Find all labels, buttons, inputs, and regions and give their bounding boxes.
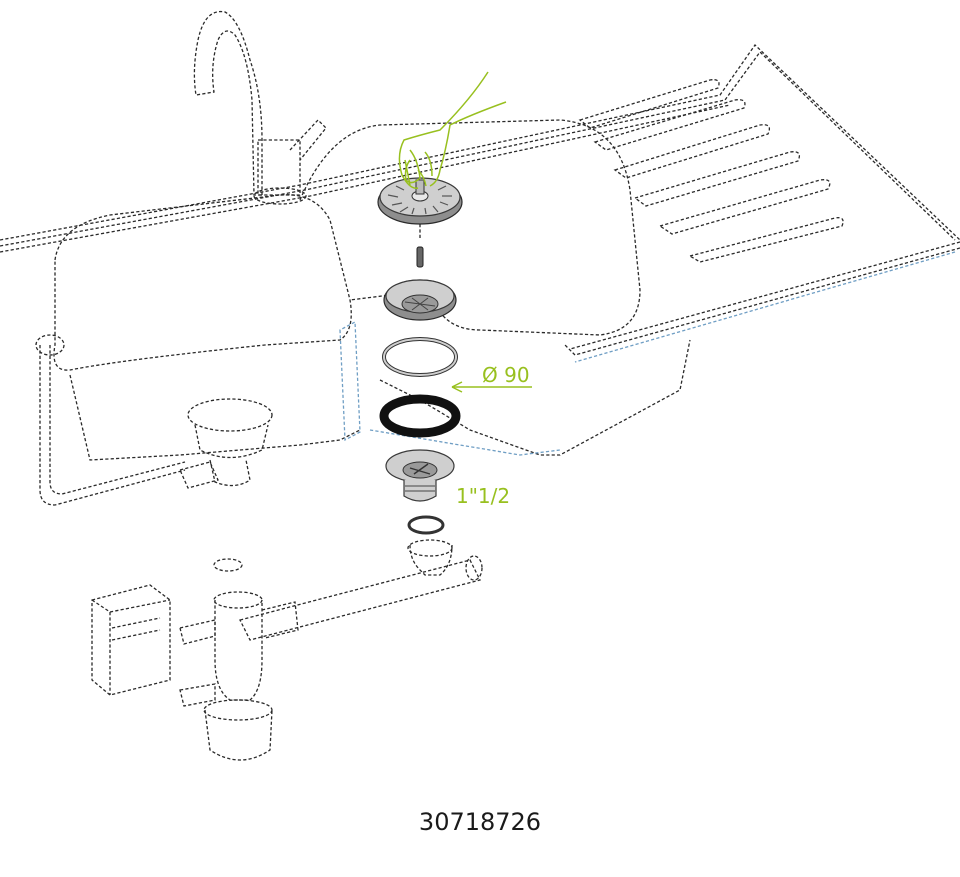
faucet-icon xyxy=(193,10,327,205)
gasket-ring xyxy=(382,337,458,377)
hand-guide-line xyxy=(404,159,411,186)
thread-callout: 1"1/2 xyxy=(456,484,510,508)
threaded-body xyxy=(385,449,455,502)
rubber-seal xyxy=(379,394,461,438)
product-code: 30718726 xyxy=(418,808,542,836)
left-drain-assembly xyxy=(35,334,273,506)
small-ring xyxy=(407,515,445,535)
washing-machine-icon xyxy=(91,584,171,696)
dimension-callout: Ø 90 xyxy=(451,363,532,393)
drain-body-cup xyxy=(383,279,457,321)
siphon-assembly xyxy=(179,539,483,761)
sink-outline xyxy=(0,44,960,461)
dimension-label: Ø 90 xyxy=(482,363,530,387)
hand-icon xyxy=(398,71,507,189)
thread-label: 1"1/2 xyxy=(456,484,510,508)
strainer-basket-icon xyxy=(377,177,463,268)
